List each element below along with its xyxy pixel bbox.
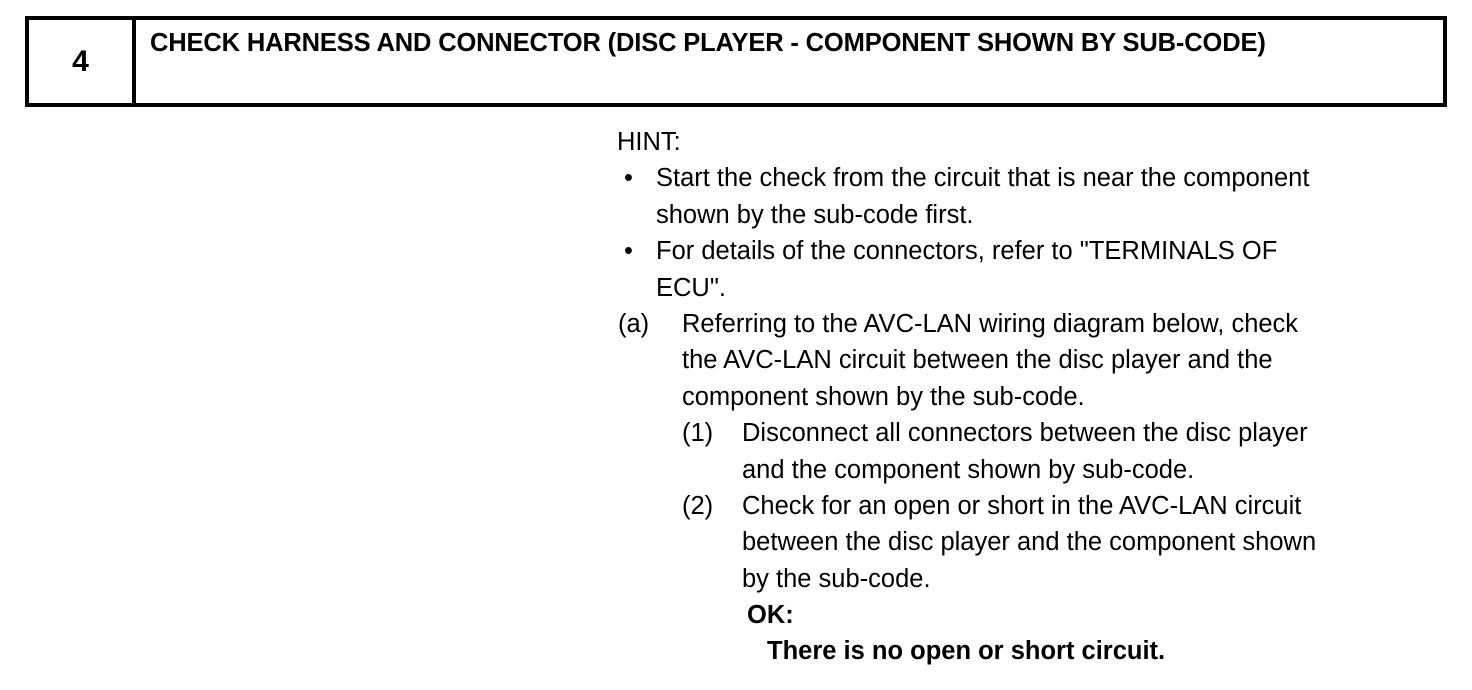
step-a-text-3: component shown by the sub-code. — [682, 382, 1085, 411]
substep-1-marker: (1) — [682, 419, 714, 448]
hint-bullet-2-text-2: ECU". — [656, 273, 726, 302]
hint-bullet-1-text-1: Start the check from the circuit that is… — [656, 164, 1310, 193]
hint-bullet-2-line-1: • For details of the connectors, refer t… — [0, 233, 1472, 269]
ok-label: OK: — [747, 601, 794, 630]
step-header-table: 4 CHECK HARNESS AND CONNECTOR (DISC PLAY… — [25, 16, 1447, 107]
hint-bullet-1-text-2: shown by the sub-code first. — [656, 200, 974, 229]
ok-result-text: There is no open or short circuit. — [767, 637, 1166, 666]
substep-1-text-2: and the component shown by sub-code. — [742, 455, 1195, 484]
substep-2-line-3: by the sub-code. — [0, 561, 1472, 597]
hint-bullet-2-line-2: ECU". — [0, 270, 1472, 306]
step-a-text-2: the AVC-LAN circuit between the disc pla… — [682, 346, 1273, 375]
substep-2-line-1: (2) Check for an open or short in the AV… — [0, 488, 1472, 524]
step-a-line-3: component shown by the sub-code. — [0, 379, 1472, 415]
hint-label: HINT: — [617, 128, 681, 156]
step-number-cell: 4 — [29, 20, 136, 103]
bullet-icon: • — [624, 164, 633, 193]
hint-label-line: HINT: — [0, 124, 1472, 160]
hint-bullet-1-line-1: • Start the check from the circuit that … — [0, 160, 1472, 196]
step-a-text-1: Referring to the AVC-LAN wiring diagram … — [682, 309, 1299, 338]
procedure-body: HINT: • Start the check from the circuit… — [0, 124, 1472, 670]
step-a-line-1: (a) Referring to the AVC-LAN wiring diag… — [0, 306, 1472, 342]
hint-bullet-1-line-2: shown by the sub-code first. — [0, 197, 1472, 233]
hint-bullet-2-text-1: For details of the connectors, refer to … — [656, 237, 1278, 266]
substep-2-text-1: Check for an open or short in the AVC-LA… — [742, 491, 1302, 520]
step-title: CHECK HARNESS AND CONNECTOR (DISC PLAYER… — [150, 29, 1266, 57]
substep-1-line-1: (1) Disconnect all connectors between th… — [0, 415, 1472, 451]
ok-label-line: OK: — [0, 597, 1472, 633]
step-a-marker: (a) — [618, 309, 650, 338]
step-title-cell: CHECK HARNESS AND CONNECTOR (DISC PLAYER… — [136, 20, 1443, 103]
step-number: 4 — [72, 44, 89, 78]
substep-2-text-3: by the sub-code. — [742, 564, 931, 593]
substep-2-text-2: between the disc player and the componen… — [742, 528, 1317, 557]
substep-1-line-2: and the component shown by sub-code. — [0, 452, 1472, 488]
step-a-line-2: the AVC-LAN circuit between the disc pla… — [0, 342, 1472, 378]
substep-2-marker: (2) — [682, 491, 714, 520]
ok-result-line: There is no open or short circuit. — [0, 633, 1472, 669]
bullet-icon: • — [624, 237, 633, 266]
substep-1-text-1: Disconnect all connectors between the di… — [742, 419, 1308, 448]
substep-2-line-2: between the disc player and the componen… — [0, 524, 1472, 560]
